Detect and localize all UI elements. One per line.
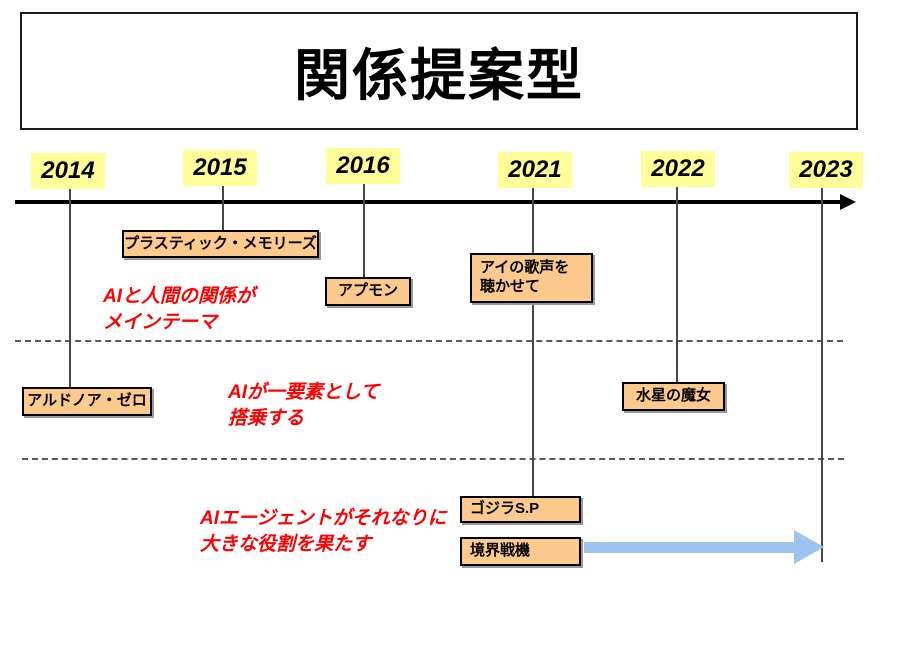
year-label-2015: 2015 — [183, 150, 257, 186]
note-main-theme: AIと人間の関係が メインテーマ — [103, 286, 256, 333]
year-label-2014: 2014 — [31, 153, 105, 189]
work-box-aldnoah-zero: アルドノア・ゼロ — [22, 387, 152, 416]
year-label-2021: 2021 — [498, 152, 572, 188]
work-box-suisei-no-majo: 水星の魔女 — [622, 382, 725, 411]
year-connector-2014 — [69, 188, 71, 387]
work-label: 境界戦機 — [470, 542, 531, 560]
year-label-2022: 2022 — [641, 151, 715, 187]
work-box-kyoukai-senki: 境界戦機 — [460, 537, 581, 566]
work-box-plastic-memories: プラスティック・メモリーズ — [122, 230, 319, 258]
work-label: アプモン — [337, 282, 398, 300]
year-connector-2016 — [363, 184, 365, 277]
note-ai-agent-role: AIエージェントがそれなりに 大きな役割を果たす — [200, 508, 447, 555]
band-divider-1 — [15, 340, 843, 342]
title-box: 関係提案型 — [20, 12, 858, 130]
work-box-godzilla-sp: ゴジラS.P — [460, 496, 581, 523]
work-label: 水星の魔女 — [635, 387, 711, 405]
work-label: プラスティック・メモリーズ — [124, 234, 317, 252]
work-label: アイの歌声を 聴かせて — [480, 259, 570, 295]
work-label: アルドノア・ゼロ — [27, 392, 147, 410]
year-connector-2023 — [821, 188, 823, 562]
year-connector-2021 — [532, 188, 534, 496]
work-box-ai-no-utagoe: アイの歌声を 聴かせて — [470, 253, 593, 303]
page-title: 関係提案型 — [294, 43, 584, 107]
year-connector-2022 — [676, 187, 678, 382]
year-connector-2015 — [222, 186, 224, 230]
timeline-axis — [15, 200, 841, 204]
year-label-2016: 2016 — [326, 148, 400, 184]
continuation-arrow — [584, 542, 798, 553]
note-one-element: AIが一要素として 搭乗する — [228, 382, 380, 429]
continuation-arrow-head-icon — [794, 530, 824, 564]
band-divider-2 — [22, 458, 844, 460]
timeline-arrowhead-icon — [840, 194, 856, 210]
year-label-2023: 2023 — [789, 152, 863, 188]
work-label: ゴジラS.P — [470, 500, 540, 518]
work-box-appmon: アプモン — [325, 277, 411, 306]
